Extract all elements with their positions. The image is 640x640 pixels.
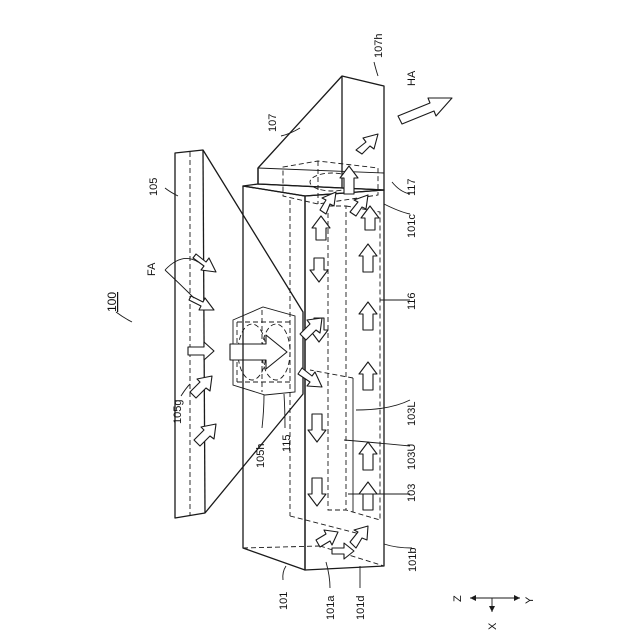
label-fresh-air: FA	[146, 262, 158, 276]
fan-airflow-arrow	[230, 335, 287, 369]
label-channel-lower: 103L	[406, 402, 418, 426]
fresh-air-arrows	[188, 254, 216, 446]
axis-label-z: Z	[452, 595, 464, 602]
label-housing-corner-c: 101c	[406, 214, 418, 238]
label-fan: 115	[281, 434, 293, 452]
label-channel: 103	[406, 484, 418, 502]
label-intake-grille: 105g	[172, 400, 184, 424]
axis-label-y: Y	[524, 596, 536, 604]
heated-air-arrow	[398, 98, 452, 124]
label-intake-opening: 105h	[255, 444, 267, 468]
label-housing-corner-d: 101d	[355, 596, 367, 620]
label-core: 116	[406, 292, 418, 310]
label-housing-corner-a: 101a	[325, 595, 337, 620]
label-exhaust-opening: 107h	[373, 34, 385, 58]
label-heated-air: HA	[406, 70, 418, 86]
label-outlet-fan: 117	[406, 178, 418, 196]
label-housing: 101	[278, 592, 290, 610]
label-channel-upper: 103U	[406, 444, 418, 470]
exhaust-hood	[258, 76, 384, 190]
fan-box	[230, 307, 295, 395]
internal-airflow-arrows	[298, 134, 379, 559]
axis-label-x: X	[487, 622, 499, 630]
label-housing-corner-b: 101b	[407, 548, 419, 572]
axis-indicator	[470, 595, 520, 612]
label-exhaust-hood: 107	[267, 114, 279, 132]
intake-hood	[175, 150, 303, 518]
label-intake-hood: 105	[148, 178, 160, 196]
label-assembly: 100	[105, 292, 119, 312]
